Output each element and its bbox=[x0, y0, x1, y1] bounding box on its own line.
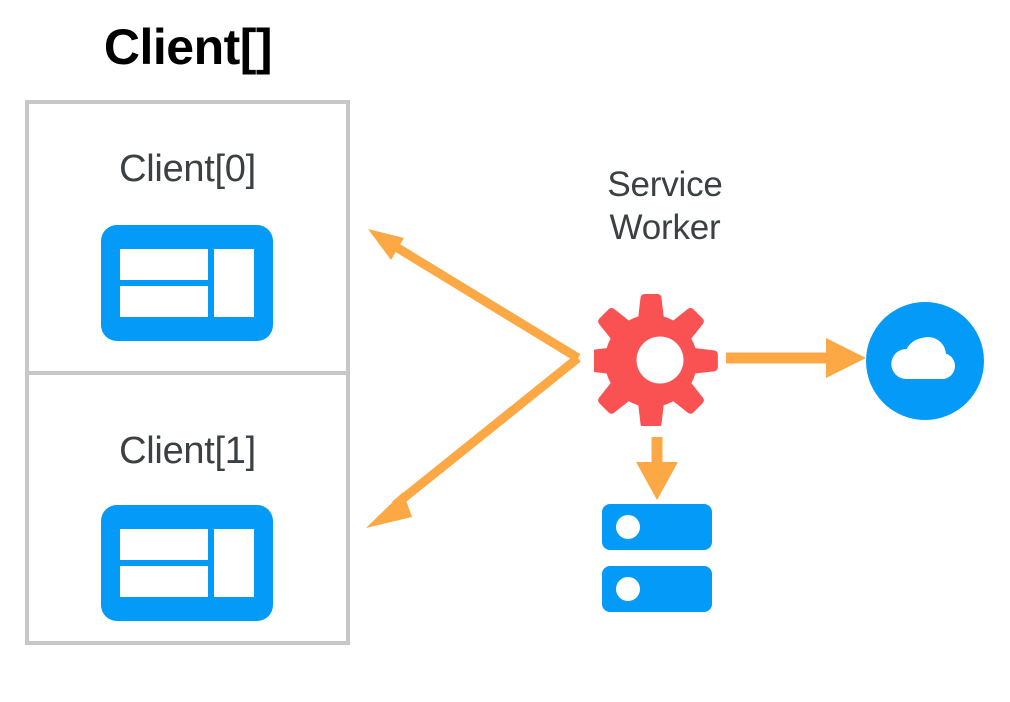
browser-window-icon bbox=[101, 505, 273, 621]
browser-pane-right bbox=[214, 249, 254, 317]
database-indicator-light bbox=[616, 577, 640, 601]
database-indicator-light bbox=[616, 515, 640, 539]
browser-pane-bottom-left bbox=[120, 566, 208, 597]
arrow-service-worker-to-client-0 bbox=[368, 229, 581, 362]
client-1-label: Client[1] bbox=[119, 430, 256, 472]
arrow-service-worker-to-cloud bbox=[726, 338, 866, 378]
clients-group-divider bbox=[25, 371, 350, 375]
database-shelf-top bbox=[602, 504, 712, 550]
browser-window-icon bbox=[101, 225, 273, 341]
browser-pane-right bbox=[214, 529, 254, 597]
database-shelf-bottom bbox=[602, 566, 712, 612]
gear-center-hole bbox=[636, 336, 684, 384]
client-0-label: Client[0] bbox=[119, 148, 256, 190]
arrow-service-worker-to-client-1 bbox=[366, 354, 581, 528]
service-worker-label: Service Worker bbox=[560, 164, 770, 249]
gear-icon bbox=[594, 294, 718, 426]
database-icon bbox=[602, 504, 712, 612]
service-worker-label-line2: Worker bbox=[609, 207, 721, 247]
arrow-service-worker-to-database bbox=[636, 437, 678, 500]
browser-pane-top-left bbox=[120, 529, 208, 560]
browser-pane-bottom-left bbox=[120, 286, 208, 317]
browser-pane-top-left bbox=[120, 249, 208, 280]
cloud-icon bbox=[866, 302, 984, 420]
clients-group-title: Client[] bbox=[103, 19, 273, 75]
service-worker-label-line1: Service bbox=[607, 165, 723, 204]
